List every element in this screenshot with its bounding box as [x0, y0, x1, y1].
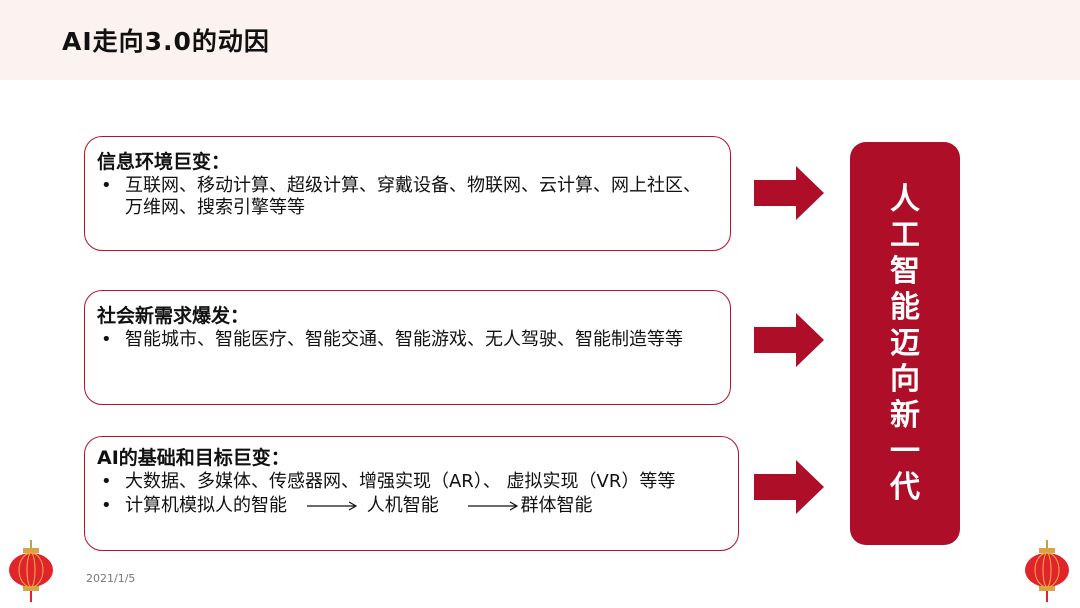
bullet-text: 大数据、多媒体、传感器网、增强实现（AR）、 虚拟实现（VR）等等	[125, 471, 676, 492]
list-item: • 智能城市、智能医疗、智能交通、智能游戏、无人驾驶、智能制造等等	[97, 329, 716, 351]
box-title: AI的基础和目标巨变：	[97, 447, 290, 469]
box-title: 信息环境巨变：	[97, 151, 231, 173]
bullet-dot: •	[101, 175, 112, 196]
list-item: • 计算机模拟人的智能 人机智能 群体智能	[97, 495, 724, 517]
right-arrow-icon	[754, 313, 824, 367]
flow-step-1: 计算机模拟人的智能	[125, 495, 287, 516]
bullet-text: 智能城市、智能医疗、智能交通、智能游戏、无人驾驶、智能制造等等	[125, 329, 683, 350]
box-title: 社会新需求爆发：	[97, 305, 250, 327]
slide-title: AI走向3.0的动因	[62, 27, 270, 56]
lantern-icon	[9, 540, 53, 602]
flow-step-2: 人机智能	[366, 495, 439, 516]
social-demand-box: 社会新需求爆发： • 智能城市、智能医疗、智能交通、智能游戏、无人驾驶、智能制造…	[84, 290, 731, 405]
ai-foundation-box: AI的基础和目标巨变： • 大数据、多媒体、传感器网、增强实现（AR）、 虚拟实…	[84, 436, 739, 551]
right-arrow-icon	[754, 460, 824, 514]
info-environment-box: 信息环境巨变： • 互联网、移动计算、超级计算、穿戴设备、物联网、云计算、网上社…	[84, 136, 731, 251]
footer-date: 2021/1/5	[86, 572, 136, 585]
bullet-dot: •	[101, 329, 112, 350]
bullet-dot: •	[101, 495, 112, 516]
flow-arrow-icon	[306, 501, 357, 511]
bullet-text: 互联网、移动计算、超级计算、穿戴设备、物联网、云计算、网上社区、万维网、搜索引擎…	[125, 175, 701, 218]
flow-step-3: 群体智能	[520, 495, 593, 516]
list-item: • 互联网、移动计算、超级计算、穿戴设备、物联网、云计算、网上社区、万维网、搜索…	[97, 175, 716, 219]
result-text: 人工智能迈向新一代	[890, 181, 920, 505]
bullet-dot: •	[101, 471, 112, 492]
right-arrow-icon	[754, 166, 824, 220]
flow-arrow-icon	[468, 501, 519, 511]
slide-header	[0, 0, 1080, 80]
lantern-icon	[1025, 540, 1069, 602]
result-box: 人工智能迈向新一代	[850, 142, 960, 545]
list-item: • 大数据、多媒体、传感器网、增强实现（AR）、 虚拟实现（VR）等等	[97, 471, 724, 493]
